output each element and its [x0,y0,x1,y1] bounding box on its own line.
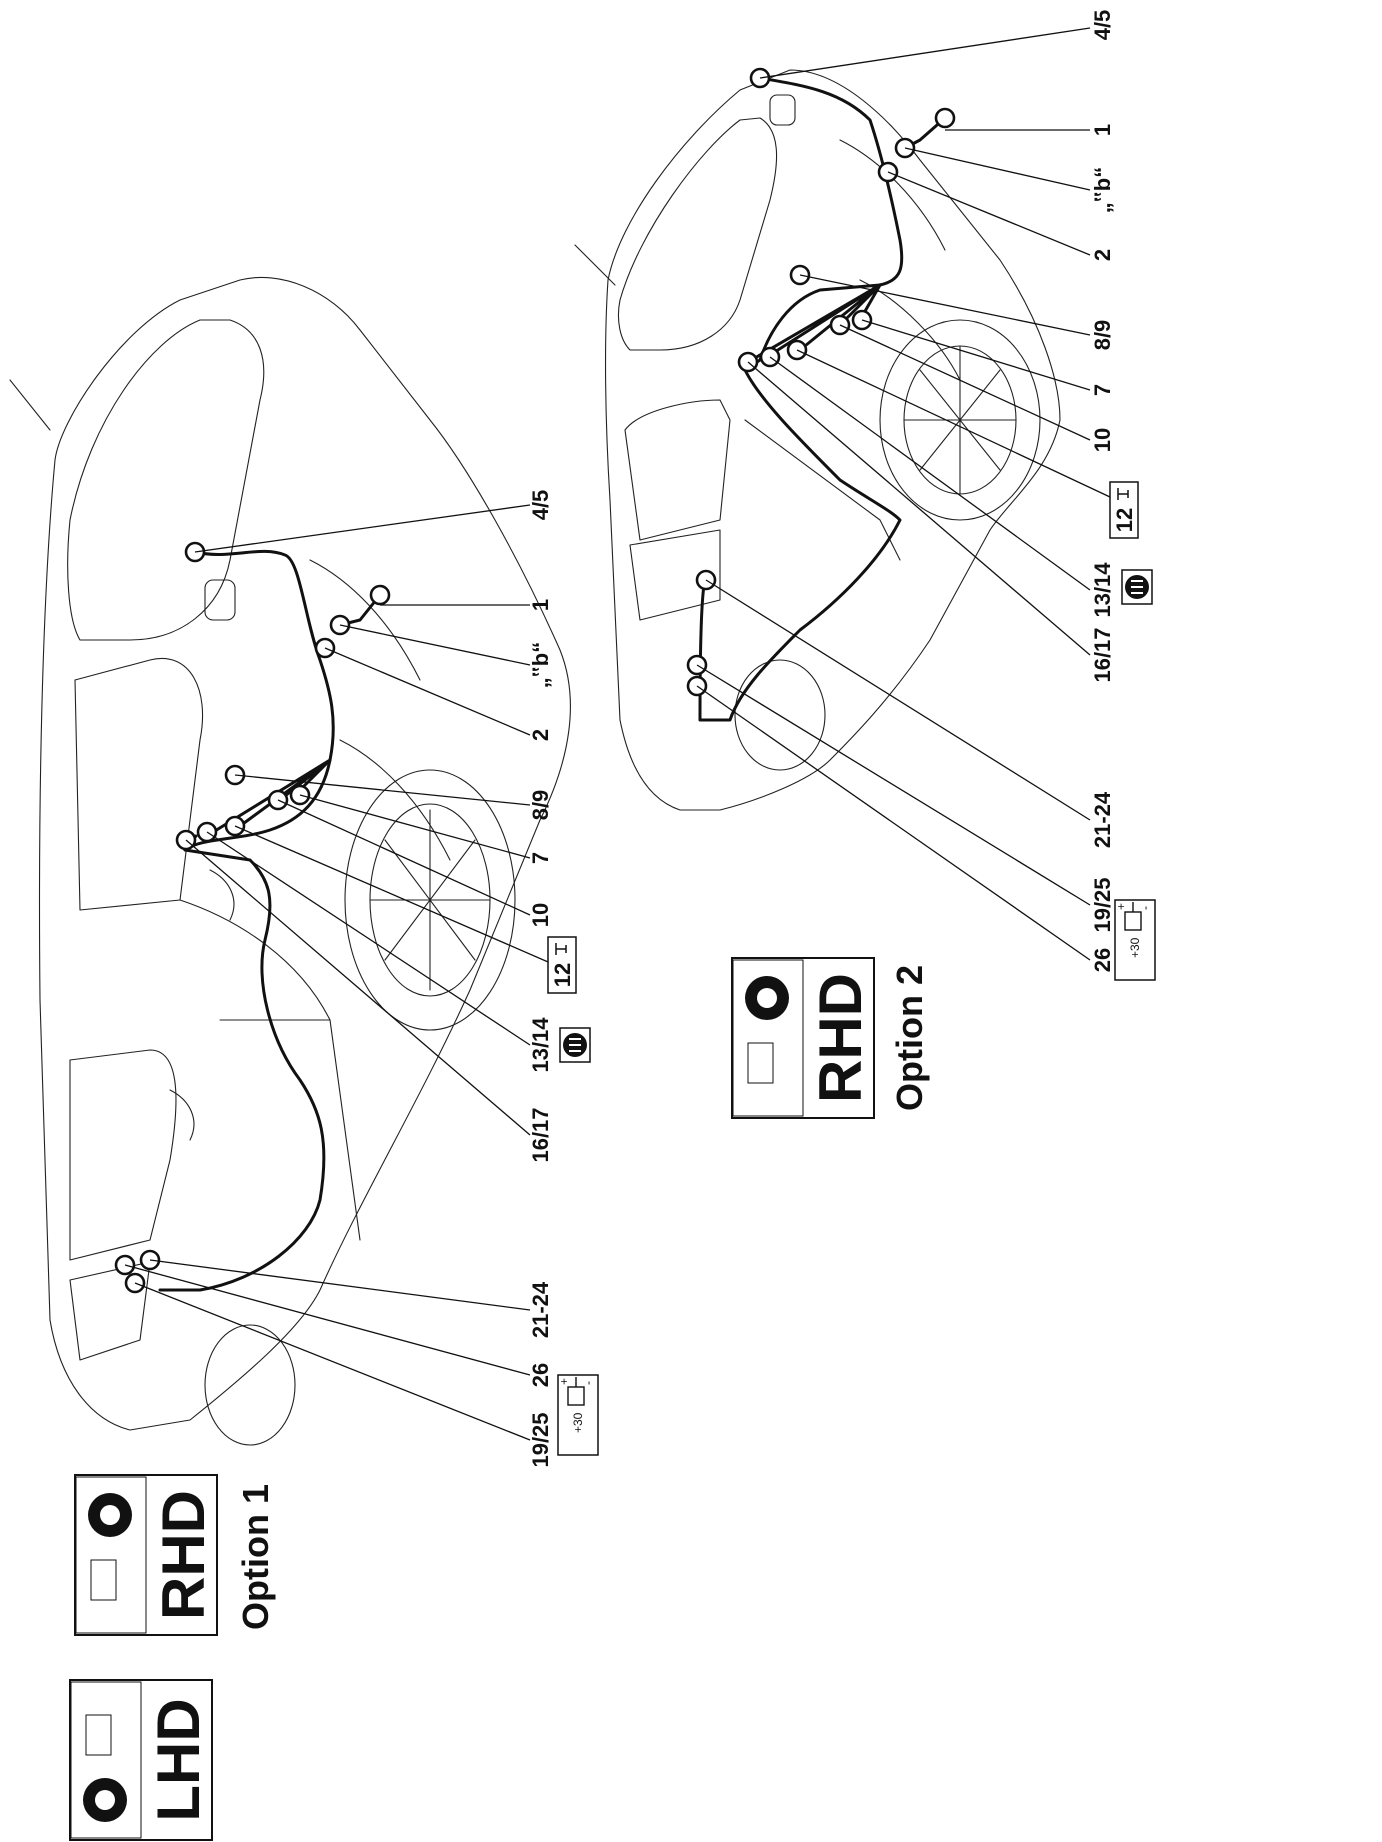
label-26: 26 [528,1363,553,1387]
car-illustration-option1 [9,276,571,1446]
label2-1: 1 [1090,124,1115,136]
rhd-badge-option1: RHD [74,1474,218,1636]
label-7: 7 [528,852,553,864]
label2-21-24: 21-24 [1090,791,1115,848]
label2-10: 10 [1090,428,1115,452]
battery-terminal-label: +30 [571,1412,585,1433]
lhd-text: LHD [145,1698,212,1821]
lhd-badge: LHD [69,1679,213,1841]
label2-8-9: 8/9 [1090,320,1115,351]
label2-13-14: 13/14 [1090,562,1115,618]
battery-minus-label: - [581,1381,595,1385]
battery-plus-label: + [557,1378,571,1385]
ground-icon-2: 12 [1109,481,1139,539]
label2-2: 2 [1090,249,1115,261]
ground-number: 12 [550,963,575,987]
label-13-14: 13/14 [528,1017,553,1073]
labels-option2: 4/5 1 „‟b“ 2 8/9 7 10 13/14 16/17 21-24 … [1090,10,1115,973]
option1-label: Option 1 [235,1484,276,1630]
label-19-25: 19/25 [528,1412,553,1467]
leaders-option2 [696,27,1111,961]
label-16-17: 16/17 [528,1107,553,1162]
battery-icon: +30 + - [557,1374,599,1456]
fog-lamp-icon-2 [1121,569,1153,605]
labels-option1: 4/5 1 „‟b“ 2 8/9 7 10 13/14 16/17 21-24 … [528,490,553,1468]
label2-26: 26 [1090,948,1115,972]
label-10: 10 [528,903,553,927]
connectors-option2 [686,67,956,697]
label-2: 2 [528,729,553,741]
harness-option1 [158,549,382,1292]
leaders-option1 [124,504,556,1441]
battery-plus-label-2: + [1114,903,1128,910]
label-8-9: 8/9 [528,790,553,821]
label-b: „‟b“ [528,642,553,688]
ground-icon: 12 [547,936,577,994]
label2-19-25: 19/25 [1090,877,1115,932]
label-1: 1 [528,599,553,611]
label2-b: „‟b“ [1090,167,1115,213]
label2-4-5: 4/5 [1090,10,1115,41]
battery-terminal-label-2: +30 [1128,937,1142,958]
connectors-option1 [114,541,391,1294]
fog-lamp-icon [559,1027,591,1063]
harness-option2 [698,76,947,722]
label2-16-17: 16/17 [1090,627,1115,682]
label-4-5: 4/5 [528,490,553,521]
battery-icon-2: +30 + - [1114,899,1156,981]
rhd-badge-option2: RHD [731,957,875,1119]
label2-7: 7 [1090,384,1115,396]
label-21-24: 21-24 [528,1281,553,1338]
battery-minus-label-2: - [1138,906,1152,910]
option2-label: Option 2 [889,965,930,1111]
rhd-text: RHD [150,1490,217,1620]
rhd-text-2: RHD [807,973,874,1103]
ground-number-2: 12 [1112,508,1137,532]
